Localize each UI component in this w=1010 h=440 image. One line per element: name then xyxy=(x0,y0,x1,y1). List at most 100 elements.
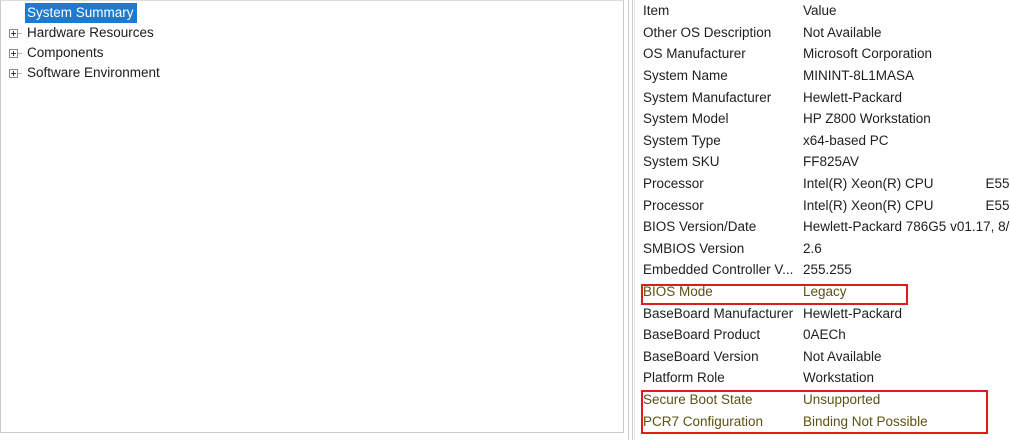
detail-row-value: Binding Not Possible xyxy=(803,414,1010,429)
column-header-item: Item xyxy=(643,3,670,19)
detail-row-value: x64-based PC xyxy=(803,133,1010,148)
detail-row-item: BaseBoard Product xyxy=(643,327,761,343)
detail-row-value: Hewlett-Packard xyxy=(803,306,1010,321)
detail-row-item: Other OS Description xyxy=(643,24,772,40)
tree-item-system-summary[interactable]: System Summary xyxy=(1,3,623,23)
detail-row-value: Legacy xyxy=(803,284,1010,299)
detail-row-item: System Type xyxy=(643,132,721,148)
detail-row[interactable]: Platform Role Workstation xyxy=(636,367,1010,389)
detail-row-item: System Name xyxy=(643,68,728,84)
detail-row-value-text: Unsupported xyxy=(803,391,881,407)
detail-row-value: Unsupported xyxy=(803,392,1010,407)
detail-row-value: Hewlett-Packard xyxy=(803,90,1010,105)
detail-row-item: BIOS Version/Date xyxy=(643,219,757,235)
detail-row-value-extra: E5506 xyxy=(985,176,1010,192)
detail-row-item: BIOS Mode xyxy=(643,284,713,300)
detail-row-value: Not Available xyxy=(803,25,1010,40)
expand-plus-glyph xyxy=(9,28,18,38)
pane-splitter[interactable] xyxy=(624,0,636,440)
splitter-line-right xyxy=(632,0,633,440)
detail-row-value: Hewlett-Packard 786G5 v01.17, 8/ xyxy=(803,219,1010,234)
detail-row[interactable]: Processor Intel(R) Xeon(R) CPU E5506 xyxy=(636,173,1010,195)
expand-plus-icon[interactable] xyxy=(7,46,22,61)
detail-row-item: PCR7 Configuration xyxy=(643,413,764,429)
tree-item-label: Components xyxy=(27,45,104,60)
expand-plus-icon[interactable] xyxy=(7,66,22,81)
detail-row-value-text: Intel(R) Xeon(R) CPU xyxy=(803,176,934,192)
detail-row-item: SMBIOS Version xyxy=(643,240,745,256)
detail-row-value-text: HP Z800 Workstation xyxy=(803,111,931,127)
detail-row[interactable]: SMBIOS Version 2.6 xyxy=(636,238,1010,260)
tree-item-label: Hardware Resources xyxy=(27,25,154,40)
detail-row-item: Processor xyxy=(643,176,704,192)
detail-header-row: Item Value xyxy=(636,0,1010,22)
detail-row-value-text: Intel(R) Xeon(R) CPU xyxy=(803,197,934,213)
detail-row[interactable]: BIOS Mode Legacy xyxy=(636,281,1010,303)
detail-row-item: OS Manufacturer xyxy=(643,46,746,62)
detail-row[interactable]: Embedded Controller V...255.255 xyxy=(636,259,1010,281)
detail-row-value-text: Not Available xyxy=(803,24,882,40)
detail-row-item: Secure Boot State xyxy=(643,391,753,407)
detail-row-value: MININT-8L1MASA xyxy=(803,68,1010,83)
detail-row[interactable]: OS Manufacturer Microsoft Corporation xyxy=(636,43,1010,65)
detail-row-value-text: Not Available xyxy=(803,348,882,364)
detail-row[interactable]: BaseBoard Version Not Available xyxy=(636,346,1010,368)
detail-row-value-text: Value xyxy=(803,3,837,19)
detail-row-value-text: x64-based PC xyxy=(803,132,889,148)
detail-row[interactable]: BIOS Version/Date Hewlett-Packard 786G5 v… xyxy=(636,216,1010,238)
tree-item-hardware-resources[interactable]: Hardware Resources xyxy=(1,23,623,43)
detail-row-item: Processor xyxy=(643,197,704,213)
detail-row-value-text: Hewlett-Packard xyxy=(803,305,903,321)
detail-row-item: System Model xyxy=(643,111,729,127)
detail-row-value-text: Legacy xyxy=(803,284,847,300)
tree-connector-line xyxy=(18,52,22,54)
detail-row[interactable]: System Model HP Z800 Workstation xyxy=(636,108,1010,130)
detail-row[interactable]: System Type x64-based PC xyxy=(636,130,1010,152)
detail-row-value: Not Available xyxy=(803,349,1010,364)
detail-row[interactable]: PCR7 Configuration Binding Not Possible xyxy=(636,410,1010,432)
detail-row-value-text: Hewlett-Packard 786G5 v01.17, 8/ xyxy=(803,219,1010,235)
column-header-value: Value xyxy=(803,3,1010,18)
tree-item-label: Software Environment xyxy=(27,65,160,80)
tree-item-label: System Summary xyxy=(25,3,137,23)
detail-row-value-text: Microsoft Corporation xyxy=(803,46,933,62)
detail-row-item: Platform Role xyxy=(643,370,725,386)
detail-row[interactable]: BaseBoard Product 0AECh xyxy=(636,324,1010,346)
detail-row-value: 0AECh xyxy=(803,327,1010,342)
tree-item-components[interactable]: Components xyxy=(1,43,623,63)
detail-row-value-text: MININT-8L1MASA xyxy=(803,68,915,84)
detail-row-value: Microsoft Corporation xyxy=(803,46,1010,61)
detail-row-value-extra: E5506 xyxy=(985,197,1010,213)
detail-row-value-text: Hewlett-Packard xyxy=(803,89,903,105)
tree-connector-line xyxy=(18,32,22,34)
detail-row[interactable]: Secure Boot State Unsupported xyxy=(636,389,1010,411)
detail-row-value-text: Workstation xyxy=(803,370,875,386)
detail-row-value: 255.255 xyxy=(803,262,1010,277)
detail-row-value: FF825AV xyxy=(803,154,1010,169)
tree-item-software-environment[interactable]: Software Environment xyxy=(1,63,623,83)
detail-row-value: Workstation xyxy=(803,370,1010,385)
tree-indent-spacer xyxy=(7,6,22,21)
detail-row-item: BaseBoard Version xyxy=(643,348,759,364)
detail-row-value-text: 0AECh xyxy=(803,327,846,343)
expand-plus-icon[interactable] xyxy=(7,26,22,41)
detail-row[interactable]: System Name MININT-8L1MASA xyxy=(636,65,1010,87)
detail-row-value: Intel(R) Xeon(R) CPU E5506 xyxy=(803,198,1010,213)
detail-row-value-text: Binding Not Possible xyxy=(803,413,928,429)
detail-row[interactable]: Processor Intel(R) Xeon(R) CPU E5506 xyxy=(636,194,1010,216)
detail-row-item: System SKU xyxy=(643,154,720,170)
splitter-line-edge xyxy=(634,0,635,440)
detail-row[interactable]: Other OS Description Not Available xyxy=(636,22,1010,44)
detail-row-value: Intel(R) Xeon(R) CPU E5506 xyxy=(803,176,1010,191)
detail-row-value-text: FF825AV xyxy=(803,154,860,170)
detail-row-value-text: 2.6 xyxy=(803,240,822,256)
expand-plus-glyph xyxy=(9,68,18,78)
detail-row[interactable]: System SKU FF825AV xyxy=(636,151,1010,173)
